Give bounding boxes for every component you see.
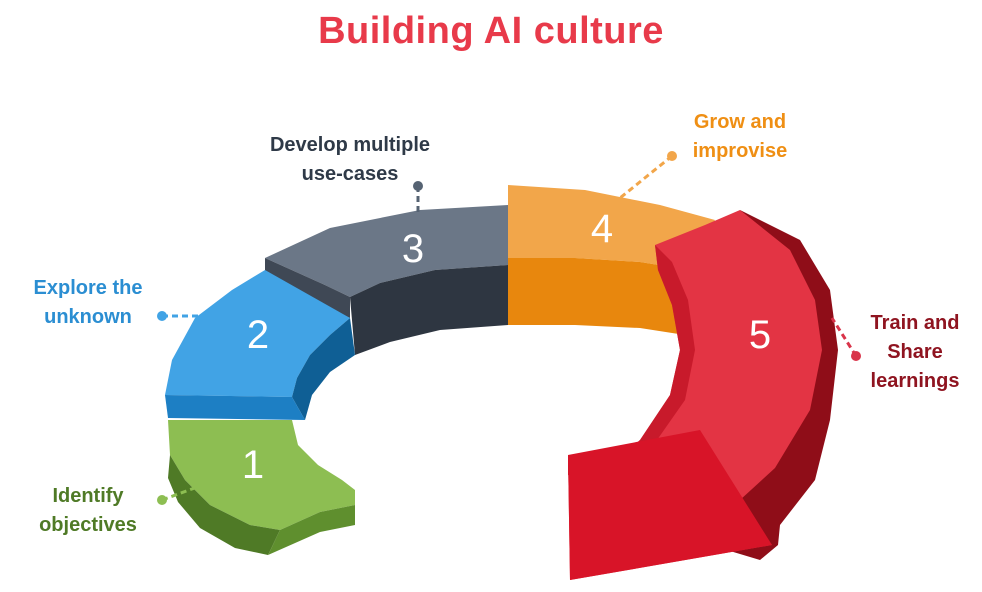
- connector-dot-2: [157, 311, 167, 321]
- connector-3: [413, 181, 423, 214]
- segment-1: [168, 420, 355, 555]
- segment-2: [165, 270, 355, 420]
- step-label-1: Identify objectives: [22, 482, 154, 540]
- step-number-2: 2: [247, 313, 269, 357]
- step-number-3: 3: [402, 227, 424, 271]
- step-label-3-line-2: use-cases: [301, 163, 399, 185]
- step-number-1: 1: [242, 443, 264, 487]
- connector-1: [157, 484, 201, 505]
- connector-2: [157, 311, 212, 321]
- connector-dot-5: [851, 351, 861, 361]
- connector-5: [830, 317, 861, 361]
- step-label-4-line-2: improvise: [692, 140, 788, 162]
- step-label-3: Develop multiple use-cases: [255, 131, 445, 189]
- segment-5-arrow: [568, 210, 838, 580]
- step-label-2: Explore the unknown: [18, 274, 158, 332]
- connector-dot-3: [413, 181, 423, 191]
- segment-3: [265, 205, 508, 355]
- step-label-1-line-1: Identify: [52, 485, 124, 507]
- step-label-1-line-2: objectives: [39, 514, 137, 536]
- step-label-2-line-2: unknown: [44, 306, 132, 328]
- step-number-4: 4: [591, 207, 613, 251]
- step-label-3-line-1: Develop multiple: [269, 134, 431, 156]
- step-label-4-line-1: Grow and: [693, 111, 787, 133]
- step-label-5-line-1: Train and: [870, 312, 960, 334]
- step-label-5: Train and Share learnings: [855, 309, 975, 396]
- connector-dot-1: [157, 495, 167, 505]
- diagram-title: Building AI culture: [318, 10, 664, 52]
- step-label-2-line-1: Explore the: [33, 277, 143, 299]
- connector-4: [619, 151, 677, 200]
- step-label-4: Grow and improvise: [670, 108, 810, 166]
- step-label-5-line-3: learnings: [870, 370, 960, 392]
- step-number-5: 5: [749, 313, 771, 357]
- step-label-5-line-2: Share: [887, 341, 943, 363]
- connector-dot-4: [667, 151, 677, 161]
